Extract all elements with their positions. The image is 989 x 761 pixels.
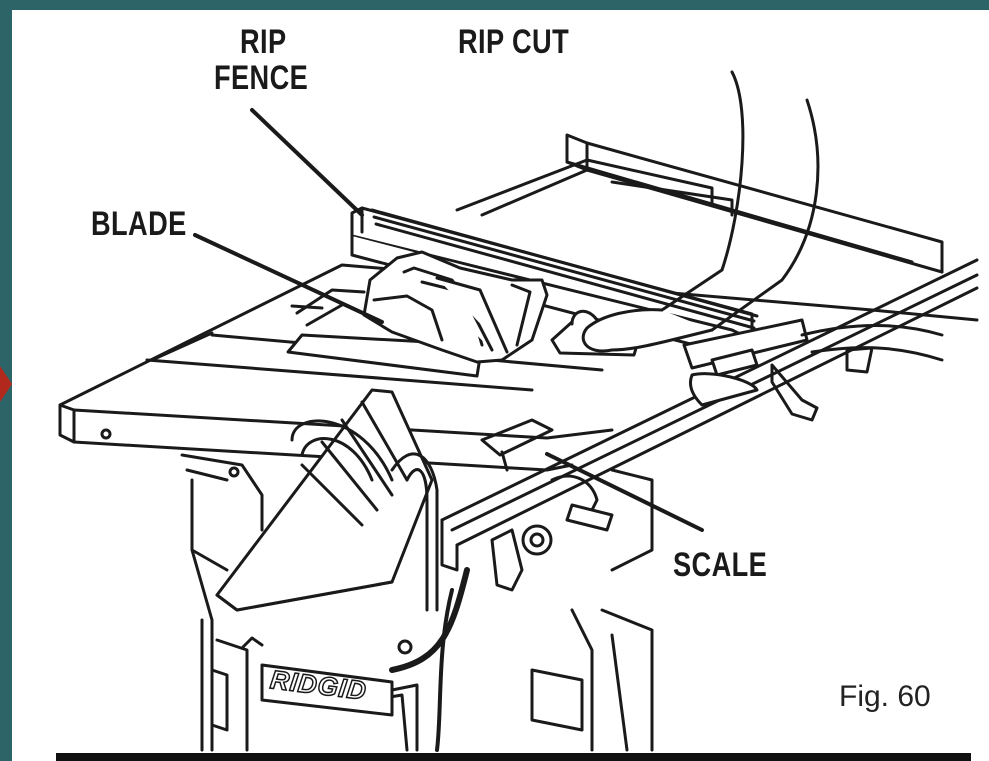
blade-leader xyxy=(193,233,384,324)
rip-fence-leader xyxy=(250,108,364,217)
rear-rail xyxy=(455,133,944,274)
brand-plate xyxy=(260,663,394,717)
red-arrow-marker xyxy=(0,366,12,402)
legs xyxy=(200,608,654,752)
anti-kickback-pawls xyxy=(290,288,366,327)
front-rail-scale xyxy=(440,258,979,572)
scale-leader xyxy=(545,452,704,532)
workpiece-board xyxy=(215,388,434,612)
rip-cut-title: RIP CUT xyxy=(458,23,570,61)
hand-on-push-block xyxy=(581,70,820,353)
leader-lines xyxy=(193,108,704,532)
fence-label: FENCE xyxy=(214,59,309,97)
blade-label: BLADE xyxy=(91,205,187,243)
bottom-rule xyxy=(56,753,971,761)
blade-guard xyxy=(362,250,549,364)
figure-caption: Fig. 60 xyxy=(839,680,931,713)
rip-label: RIP xyxy=(240,23,287,61)
support-arms xyxy=(290,419,439,612)
power-cord xyxy=(389,567,470,673)
figure-panel: RIP FENCE RIP CUT BLADE SCALE RIDGID Fig… xyxy=(12,10,989,761)
miter-gauge xyxy=(682,318,944,422)
table-saw-illustration xyxy=(58,70,979,752)
scale-label: SCALE xyxy=(673,546,768,584)
